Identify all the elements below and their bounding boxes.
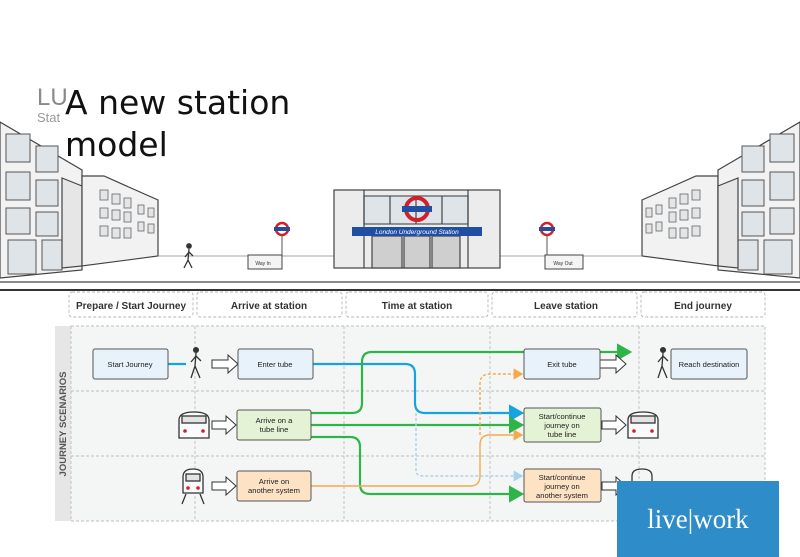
node-continue-tube-label: tube line (548, 430, 577, 439)
node-continue-other-label: Start/continue (539, 473, 586, 482)
ghost-subheading: Stat (37, 110, 61, 125)
station-sign-text: London Underground Station (375, 229, 459, 236)
way-out-sign: Way Out (553, 261, 573, 267)
node-arrive-tube-label: Arrive on a (256, 416, 293, 425)
flow-lines (168, 343, 633, 503)
rail-train-icon (181, 468, 205, 505)
node-arrive-other-label: Arrive on (259, 477, 289, 486)
scenario-label: JOURNEY SCENARIOS (58, 372, 69, 477)
node-arrive-tube (236, 409, 312, 441)
node-arrive-other-label: another system (248, 486, 300, 495)
scenario-label-band (55, 326, 71, 521)
street-scene (0, 121, 800, 291)
pedestrian-icon (190, 346, 202, 379)
tube-train-icon (178, 411, 210, 439)
slide-title: A new station model (65, 83, 291, 164)
phase-time: Time at station (382, 301, 452, 312)
tube-train-icon (627, 411, 659, 439)
node-enter-tube (237, 348, 314, 380)
node-continue-other (523, 468, 602, 503)
node-continue-tube-label: Start/continue (539, 412, 586, 421)
roundel-icon (402, 196, 432, 222)
phase-leave: Leave station (534, 301, 598, 312)
pedestrian-icon (657, 346, 669, 379)
ghost-heading: LU (37, 84, 68, 111)
node-continue-other-label: journey on (543, 482, 579, 491)
livework-logo: live|work (617, 481, 779, 557)
node-exit-tube (523, 348, 601, 380)
phase-arrive: Arrive at station (231, 301, 307, 312)
node-start-journey-label: Start Journey (107, 360, 152, 369)
way-in-sign: Way In (255, 261, 271, 267)
pedestrian-icon (183, 243, 194, 269)
node-exit-tube-label: Exit tube (547, 360, 577, 369)
node-enter-tube-label: Enter tube (257, 360, 292, 369)
phase-prepare: Prepare / Start Journey (76, 301, 186, 312)
phase-end: End journey (674, 301, 732, 312)
node-arrive-tube-label: tube line (260, 425, 289, 434)
node-continue-other-label: another system (536, 491, 588, 500)
rail-train-icon (631, 468, 653, 482)
node-continue-tube (523, 407, 602, 443)
node-start-journey (92, 348, 169, 380)
node-arrive-other (236, 470, 312, 502)
roundel-icon (539, 221, 584, 270)
roundel-icon (247, 221, 290, 270)
phase-header-frames (68, 291, 766, 318)
node-reach-destination (670, 348, 748, 380)
node-continue-tube-label: journey on (543, 421, 579, 430)
station-sign (352, 227, 482, 236)
node-reach-destination-label: Reach destination (679, 360, 740, 369)
